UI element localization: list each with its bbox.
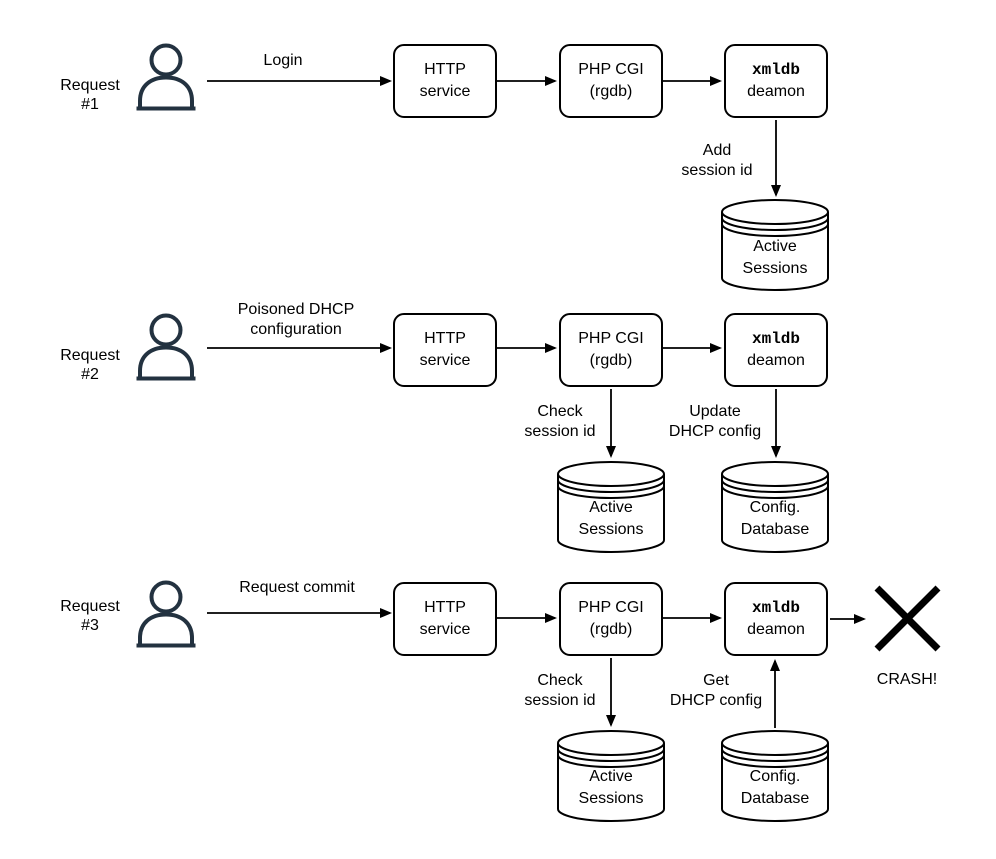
box-label-line2: deamon — [747, 352, 805, 369]
message-label-row2: Poisoned DHCP configuration — [237, 301, 355, 338]
box-label-line1: xmldb — [751, 330, 800, 348]
php-cgi-box-row3: PHP CGI (rgdb) — [559, 582, 663, 656]
person-icon-row1 — [136, 43, 196, 111]
add-session-id-label: Add session id — [681, 142, 753, 179]
crash-label: CRASH! — [876, 671, 938, 688]
php-cgi-box-row2: PHP CGI (rgdb) — [559, 313, 663, 387]
database-icon-config-row2 — [721, 461, 829, 553]
box-label-line1: PHP CGI — [578, 330, 644, 347]
box-label-line2: service — [419, 352, 471, 369]
database-icon-sessions-row3 — [557, 730, 665, 822]
db-label-sessions-row2: Active Sessions — [578, 499, 644, 538]
xmldb-daemon-box-row3: xmldb deamon — [724, 582, 828, 656]
box-label-line1: PHP CGI — [578, 61, 644, 78]
http-service-box-row3: HTTP service — [393, 582, 497, 656]
database-icon-config-row3 — [721, 730, 829, 822]
get-dhcp-config-label: Get DHCP config — [669, 672, 763, 709]
message-label-row3: Request commit — [239, 579, 355, 596]
box-label-line1: HTTP — [424, 330, 466, 347]
check-session-id-label-row2: Check session id — [524, 403, 596, 440]
box-label-line1: PHP CGI — [578, 599, 644, 616]
db-label-config-row2: Config. Database — [740, 499, 810, 538]
box-label-line1: xmldb — [751, 61, 800, 79]
box-label-line1: HTTP — [424, 61, 466, 78]
person-icon-row2 — [136, 313, 196, 381]
message-label-row1: Login — [263, 52, 303, 69]
box-label-line2: (rgdb) — [589, 621, 633, 638]
database-icon-sessions-row1 — [721, 199, 829, 291]
http-service-box-row2: HTTP service — [393, 313, 497, 387]
php-cgi-box-row1: PHP CGI (rgdb) — [559, 44, 663, 118]
database-icon-sessions-row2 — [557, 461, 665, 553]
xmldb-daemon-box-row2: xmldb deamon — [724, 313, 828, 387]
box-label-line2: service — [419, 83, 471, 100]
update-dhcp-config-label: Update DHCP config — [668, 403, 762, 440]
db-label-config-row3: Config. Database — [740, 768, 810, 807]
xmldb-daemon-box-row1: xmldb deamon — [724, 44, 828, 118]
db-label-sessions-row3: Active Sessions — [578, 768, 644, 807]
box-label-line2: (rgdb) — [589, 83, 633, 100]
crash-x-icon — [874, 585, 941, 652]
request-label-row3: Request #3 — [60, 598, 120, 634]
request-label-row1: Request #1 — [60, 77, 120, 113]
box-label-line1: xmldb — [751, 599, 800, 617]
check-session-id-label-row3: Check session id — [524, 672, 596, 709]
box-label-line2: deamon — [747, 621, 805, 638]
person-icon-row3 — [136, 580, 196, 648]
request-label-row2: Request #2 — [60, 347, 120, 383]
http-service-box-row1: HTTP service — [393, 44, 497, 118]
box-label-line1: HTTP — [424, 599, 466, 616]
box-label-line2: service — [419, 621, 471, 638]
db-label-sessions-row1: Active Sessions — [742, 238, 808, 277]
box-label-line2: deamon — [747, 83, 805, 100]
box-label-line2: (rgdb) — [589, 352, 633, 369]
